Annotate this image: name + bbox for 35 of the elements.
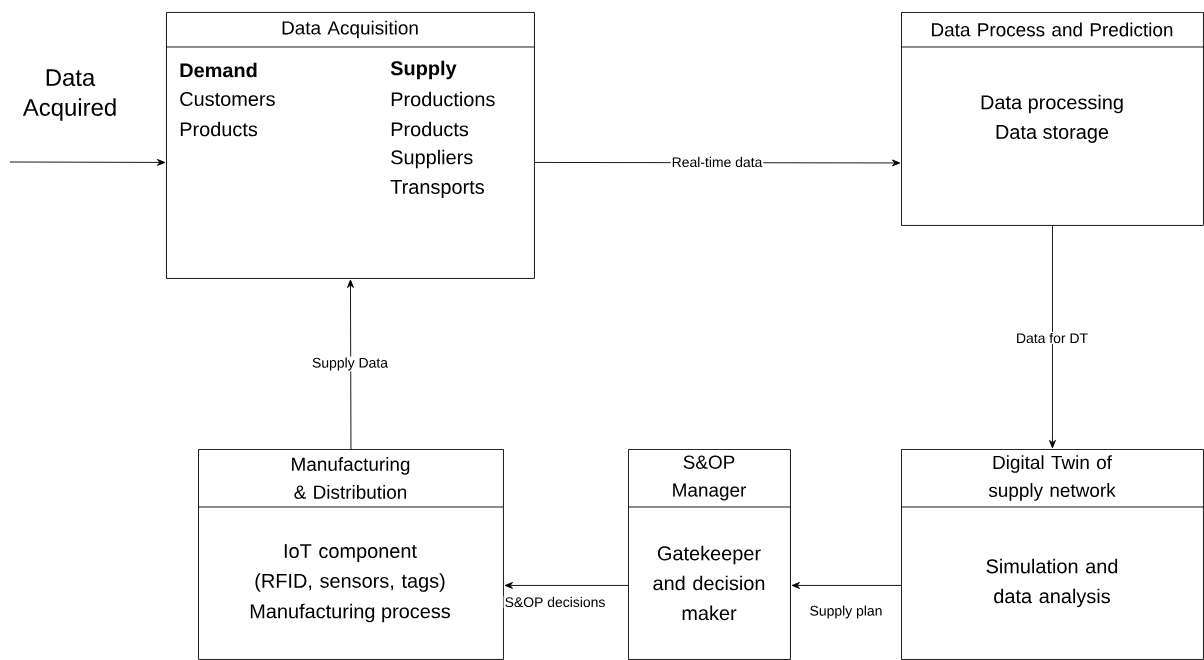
edge-label: Supply Data: [311, 356, 389, 372]
box-text: IoT component (RFID, sensors, tags): [255, 544, 445, 592]
box-text: Products: [180, 121, 258, 137]
process-box: [900, 449, 1204, 660]
box-text: Customers: [180, 91, 275, 107]
box-text: Data storage: [996, 125, 1109, 143]
process-box: [165, 12, 535, 279]
box-text: Simulation and data analysis: [986, 558, 1118, 608]
box-text: Data processing: [981, 94, 1123, 114]
box-heading: S&OP Manager: [673, 455, 746, 501]
box-heading: Manufacturing & Distribution: [292, 457, 410, 499]
edge-label: Data for DT: [1014, 331, 1090, 345]
box-heading: Data Process and Prediction: [932, 22, 1173, 37]
process-box: [627, 449, 791, 660]
process-box: [900, 12, 1204, 226]
edge-label: Data Acquired: [14, 68, 126, 122]
arrow: [1049, 225, 1056, 449]
arrow: [791, 582, 902, 589]
box-heading: Data Acquisition: [282, 20, 418, 39]
box-text: Transports: [390, 180, 484, 198]
box-text: Productions: [391, 91, 495, 107]
edge-label: Supply plan: [808, 604, 884, 620]
arrow: [504, 582, 629, 589]
arrow: [9, 159, 166, 166]
box-heading: Digital Twin of supply network: [988, 455, 1116, 501]
edge-label: S&OP decisions: [503, 595, 607, 609]
process-box: [197, 449, 504, 660]
box-text: Gatekeeper and decision maker: [653, 545, 765, 621]
box-text: Manufacturing process: [250, 603, 450, 623]
box-text: Products: [391, 121, 469, 137]
arrow: [347, 279, 354, 450]
box-text: Supply: [390, 60, 457, 80]
box-text: Demand: [180, 62, 257, 78]
edge-label: Real-time data: [670, 155, 764, 169]
box-text: Suppliers: [391, 149, 473, 169]
